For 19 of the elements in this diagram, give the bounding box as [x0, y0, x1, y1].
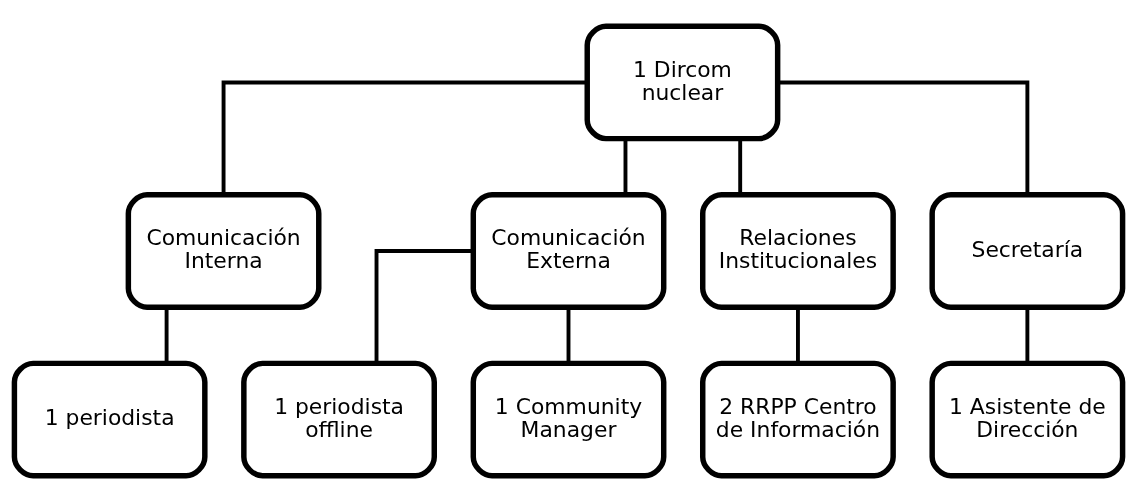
connector — [164, 307, 169, 363]
connector — [738, 139, 743, 195]
connector — [566, 307, 571, 363]
node-box: Secretaría — [929, 192, 1126, 310]
connector — [374, 249, 474, 363]
connector — [796, 307, 800, 363]
node-box: 1 periodista — [11, 360, 208, 479]
connector — [778, 80, 1030, 195]
node-box: Comunicación Externa — [470, 192, 667, 310]
node-box: Relaciones Institucionales — [700, 192, 896, 310]
node-box: 1 Community Manager — [470, 360, 667, 479]
node-box: 1 periodista offline — [241, 360, 437, 479]
connector — [221, 80, 587, 195]
connector — [1025, 307, 1030, 363]
node-box: Comunicación Interna — [125, 192, 322, 310]
connector — [623, 139, 628, 195]
node-box: 2 RRPP Centro de Información — [700, 360, 896, 479]
node-box: 1 Asistente de Dirección — [929, 360, 1126, 479]
node-box: 1 Dircom nuclear — [584, 23, 781, 142]
